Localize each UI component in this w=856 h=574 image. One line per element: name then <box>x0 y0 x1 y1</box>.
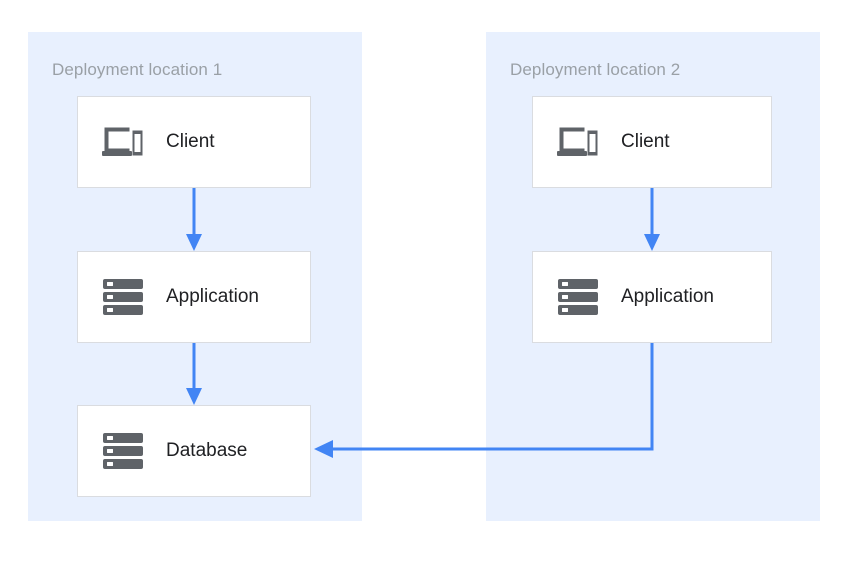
node-label-application-2: Application <box>621 286 714 307</box>
node-client-2[interactable]: Client <box>532 96 772 188</box>
devices-icon <box>555 120 601 164</box>
server-icon <box>555 275 601 319</box>
node-application-1[interactable]: Application <box>77 251 311 343</box>
node-application-2[interactable]: Application <box>532 251 772 343</box>
node-database-1[interactable]: Database <box>77 405 311 497</box>
node-label-application-1: Application <box>166 286 259 307</box>
node-label-client-1: Client <box>166 131 215 152</box>
devices-icon <box>100 120 146 164</box>
panel-title-deployment-location-1: Deployment location 1 <box>52 60 223 79</box>
node-label-client-2: Client <box>621 131 670 152</box>
node-client-1[interactable]: Client <box>77 96 311 188</box>
panel-title-deployment-location-2: Deployment location 2 <box>510 60 681 79</box>
node-label-database-1: Database <box>166 440 248 461</box>
server-icon <box>100 429 146 473</box>
server-icon <box>100 275 146 319</box>
